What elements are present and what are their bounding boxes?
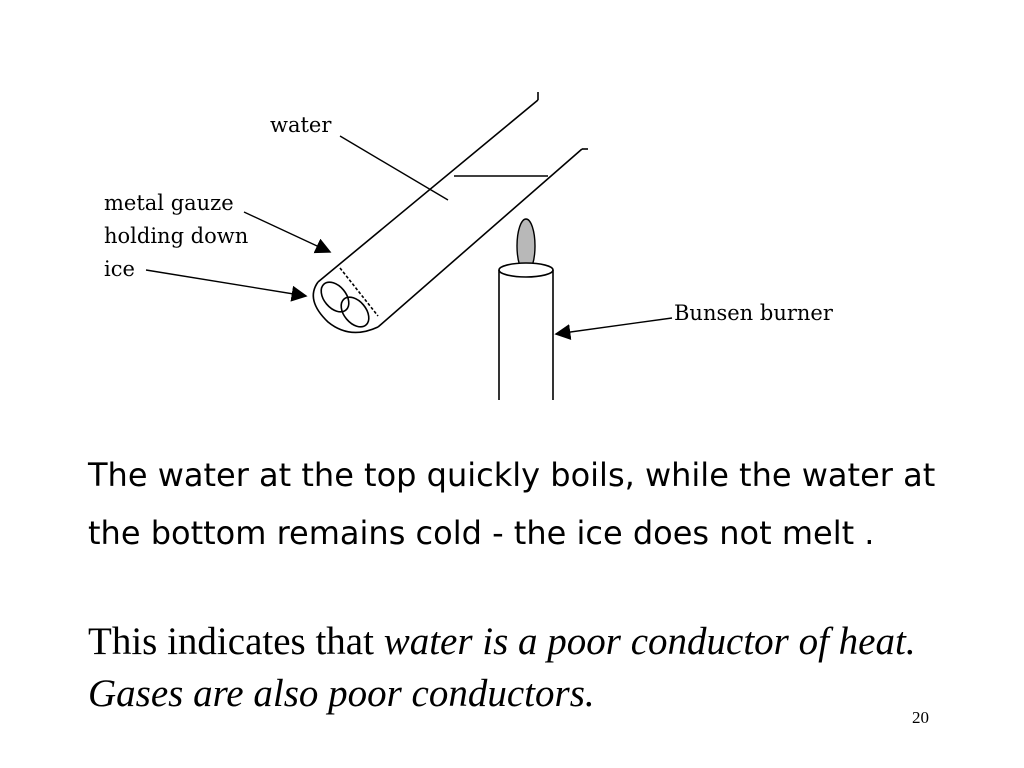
conclusion-text: This indicates that water is a poor cond… <box>88 616 988 720</box>
water-pointer <box>339 135 449 201</box>
burner-pointer <box>554 317 673 340</box>
observation-text: The water at the top quickly boils, whil… <box>88 456 936 552</box>
burner-top <box>498 262 554 278</box>
pointers <box>145 135 673 340</box>
conclusion-plain: This indicates that <box>88 620 384 663</box>
test-tube-lower-wall <box>377 148 583 328</box>
gauze-pointer <box>243 211 332 254</box>
ice-pointer <box>145 269 308 302</box>
label-bunsen-burner: Bunsen burner <box>674 301 834 325</box>
test-tube-rounded-bottom <box>312 281 379 334</box>
label-metal-gauze: metal gauze <box>104 191 234 215</box>
metal-gauze <box>339 267 379 317</box>
test-tube-upper-wall <box>317 99 539 283</box>
label-water: water <box>270 113 332 137</box>
label-ice: ice <box>104 257 135 281</box>
bunsen-burner <box>498 218 554 400</box>
experiment-diagram: water metal gauze holding down ice Bunse… <box>104 92 834 400</box>
ice-cube <box>320 281 350 313</box>
ice-cube <box>340 296 370 328</box>
label-holding-down: holding down <box>104 224 248 248</box>
slide-number: 20 <box>912 708 929 727</box>
test-tube <box>312 92 588 334</box>
conclusion-italic: water is a poor conductor of heat. Gases… <box>88 620 916 715</box>
